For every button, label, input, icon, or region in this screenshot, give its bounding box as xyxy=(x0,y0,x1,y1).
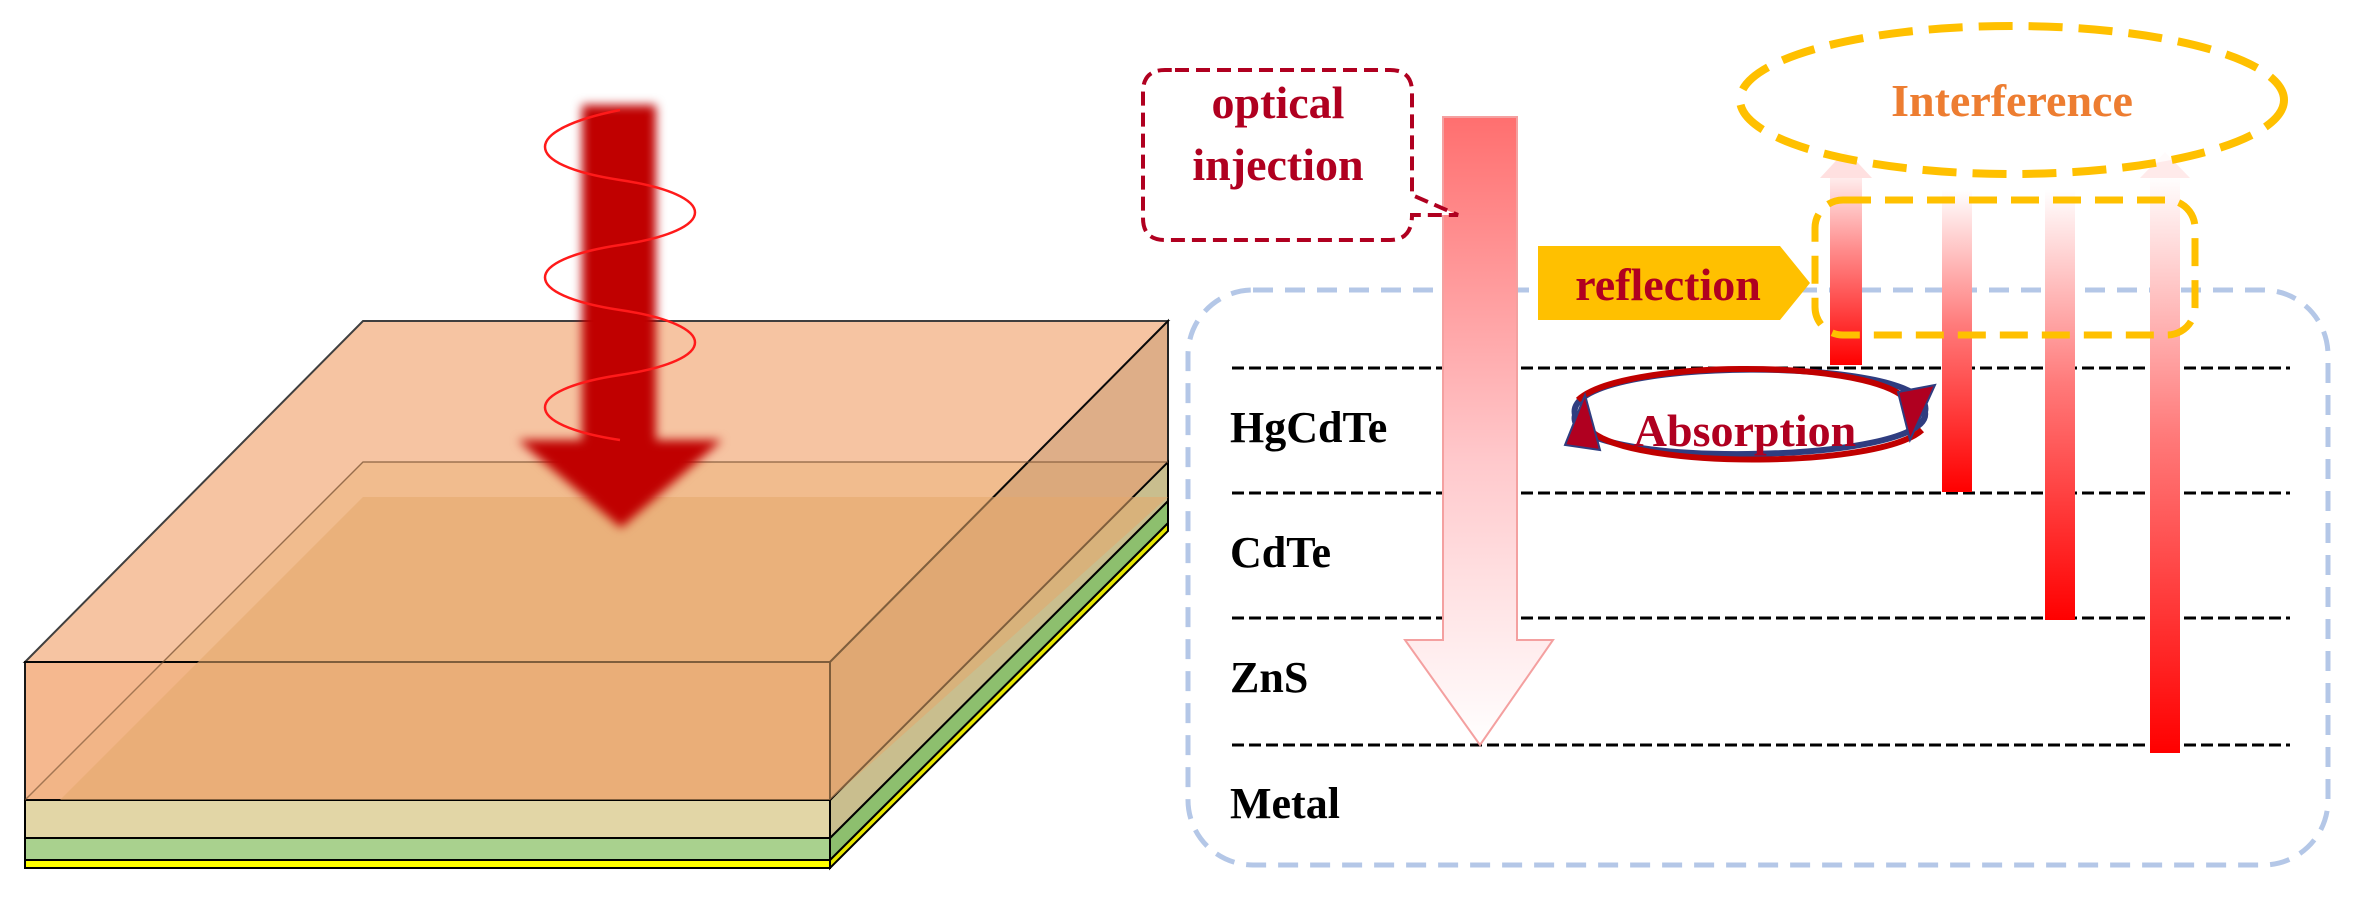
layered-slab-3d xyxy=(22,318,1171,871)
reflection-beam-hgcdte xyxy=(1942,190,1972,492)
layer-label-hgcdte: HgCdTe xyxy=(1230,403,1387,452)
reflection-tag: reflection xyxy=(1538,246,1810,320)
layer-label-metal: Metal xyxy=(1230,779,1340,828)
reflection-region-box xyxy=(1811,196,2199,339)
metal-layer-front xyxy=(24,859,831,869)
interference-bubble: Interference xyxy=(1736,22,2288,178)
zns-layer-front xyxy=(24,837,831,861)
cdte-layer-front xyxy=(24,799,831,839)
layer-label-zns: ZnS xyxy=(1230,653,1308,702)
absorption-label: Absorption xyxy=(1634,405,1856,456)
reflection-beams xyxy=(1820,150,2190,753)
wave-icon xyxy=(543,108,697,442)
optical-injection-label-line1: optical xyxy=(1212,77,1345,128)
layer-label-cdte: CdTe xyxy=(1230,528,1331,577)
optical-injection-label-line2: injection xyxy=(1192,139,1363,190)
hgcdte-inner-face xyxy=(60,497,1168,800)
layer-stack-frame xyxy=(1185,287,2331,868)
interference-label: Interference xyxy=(1891,75,2133,126)
optical-injection-callout: optical injection xyxy=(1141,68,1459,242)
absorption-cycle: Absorption xyxy=(1563,366,1937,463)
injection-arrow-icon xyxy=(1403,116,1555,747)
reflection-beam-metal xyxy=(2140,152,2190,753)
incident-light-arrow-icon xyxy=(518,105,722,528)
hgcdte-inner-edge xyxy=(24,461,1168,801)
reflection-beam-cdte xyxy=(2045,190,2075,620)
reflection-label: reflection xyxy=(1575,259,1761,310)
